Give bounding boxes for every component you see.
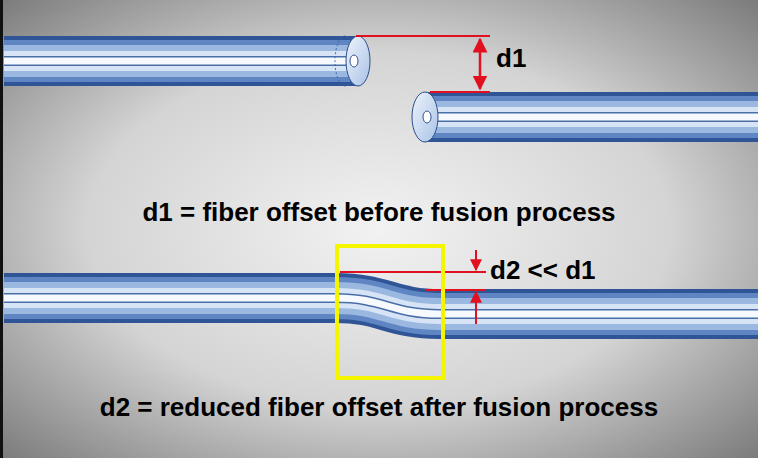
dimension-arrow <box>479 39 482 89</box>
fiber <box>425 101 758 133</box>
dimension-label: d1 <box>496 44 556 74</box>
fiber-core-face <box>423 111 431 123</box>
fiber-core-face <box>350 55 358 67</box>
fiber-end-face <box>346 36 370 86</box>
dimension-line <box>356 35 490 37</box>
edge-strip <box>0 0 3 458</box>
fiber <box>425 112 758 122</box>
fiber <box>4 298 758 314</box>
highlight-box <box>337 246 443 378</box>
fiber <box>4 45 358 77</box>
fiber <box>425 96 758 138</box>
dimension-line <box>425 289 486 291</box>
fiber <box>425 107 758 127</box>
fiber <box>4 56 358 66</box>
fiber <box>4 40 358 82</box>
fiber <box>4 58 358 65</box>
caption-text: d2 = reduced fiber offset after fusion p… <box>0 393 758 423</box>
dimension-arrow <box>475 250 477 270</box>
fiber <box>4 298 758 314</box>
caption-text: d1 = fiber offset before fusion process <box>0 198 758 228</box>
fiber <box>4 298 758 314</box>
fiber <box>4 298 758 314</box>
dimension-line <box>430 91 490 93</box>
dimension-arrow <box>475 292 477 324</box>
fiber <box>4 298 758 314</box>
fiber <box>4 298 758 314</box>
fiber <box>425 114 758 121</box>
dimension-label: d2 << d1 <box>490 256 640 286</box>
dimension-line <box>340 271 486 273</box>
fiber <box>4 36 358 86</box>
fiber-end-face <box>412 92 438 142</box>
fiber <box>4 51 358 71</box>
fiber <box>425 92 758 142</box>
